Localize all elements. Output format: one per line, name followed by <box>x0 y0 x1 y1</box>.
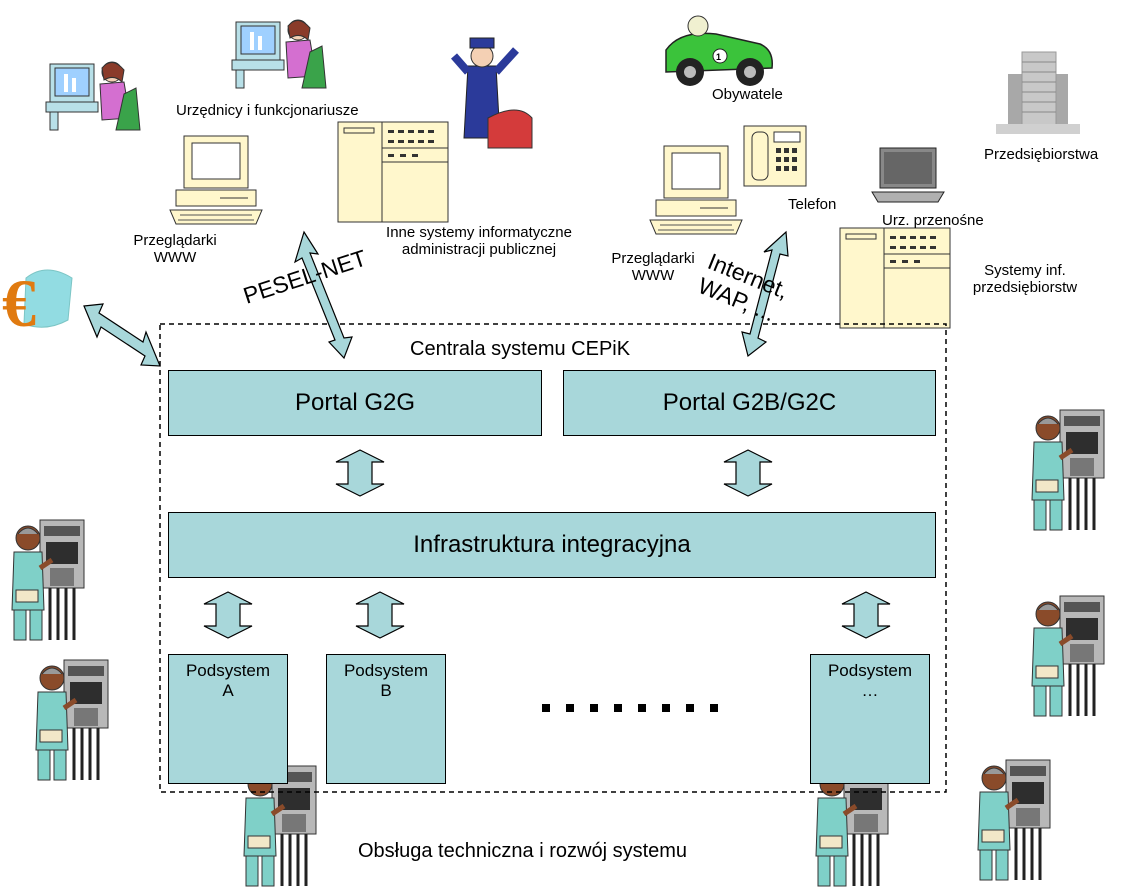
subsystem-id: A <box>222 681 234 701</box>
technician-icon <box>1032 410 1104 530</box>
double-arrow <box>203 591 253 639</box>
subsystem-label: Podsystem <box>827 661 913 680</box>
central-system-title: Centrala systemu CEPiK <box>410 338 631 360</box>
browsers-right-line1: Przeglądarki <box>611 250 695 267</box>
other-systems-line2: administracji publicznej <box>401 241 557 259</box>
desktop-computer-icon <box>169 135 263 225</box>
footer-label: Obsługa techniczna i rozwój systemu <box>358 840 688 862</box>
technician-icon <box>12 520 84 640</box>
portal-g2b-box: Portal G2B/G2C <box>563 370 936 436</box>
car-citizen-icon: 1 <box>665 15 773 86</box>
browsers-right-label: Przeglądarki WWW <box>598 250 708 285</box>
browsers-left-line1: Przeglądarki <box>133 232 217 249</box>
police-officer-icon <box>450 37 533 149</box>
euro-icon: € <box>2 265 73 341</box>
citizens-label: Obywatele <box>712 86 783 103</box>
browsers-right-line2: WWW <box>631 267 675 285</box>
business-systems-line2: przedsiębiorstw <box>972 279 1078 297</box>
mobile-label: Urz. przenośne <box>882 212 984 229</box>
ellipsis-dots <box>542 704 718 712</box>
double-arrow <box>723 449 773 497</box>
technician-icon <box>244 766 316 886</box>
desktop-computer-icon <box>649 145 743 235</box>
telephone-icon <box>743 125 807 187</box>
infrastructure-box: Infrastruktura integracyjna <box>168 512 936 578</box>
technician-icon <box>1032 596 1104 716</box>
server-icon <box>839 227 951 329</box>
clerk-icon <box>231 19 327 89</box>
svg-text:1: 1 <box>716 52 721 62</box>
central-system-boundary <box>159 323 947 793</box>
subsystem-label: Podsystem <box>185 661 271 680</box>
double-arrow <box>83 303 161 367</box>
laptop-icon <box>871 147 945 203</box>
subsystem-id: … <box>861 681 879 701</box>
double-arrow <box>841 591 891 639</box>
subsystem-label: Podsystem <box>343 661 429 680</box>
other-systems-label: Inne systemy informatyczne administracji… <box>356 224 602 259</box>
server-icon <box>337 121 449 223</box>
subsystem-n: Podsystem… <box>810 654 930 784</box>
subsystem-id: B <box>380 681 392 701</box>
business-systems-label: Systemy inf. przedsiębiorstw <box>950 262 1100 297</box>
browsers-left-label: Przeglądarki WWW <box>120 232 230 267</box>
technician-icon <box>816 766 888 886</box>
technician-icon <box>978 760 1050 880</box>
phone-label: Telefon <box>788 196 837 213</box>
svg-text:€: € <box>2 265 36 341</box>
double-arrow <box>293 230 353 360</box>
double-arrow <box>741 230 789 358</box>
businesses-label: Przedsiębiorstwa <box>984 146 1099 163</box>
business-systems-line1: Systemy inf. <box>984 262 1066 279</box>
double-arrow <box>355 591 405 639</box>
double-arrow <box>335 449 385 497</box>
portal-g2g-box: Portal G2G <box>168 370 542 436</box>
other-systems-line1: Inne systemy informatyczne <box>386 224 572 241</box>
browsers-left-line2: WWW <box>153 249 197 267</box>
office-building-icon <box>996 51 1080 134</box>
officials-label: Urzędnicy i funkcjonariusze <box>176 102 359 119</box>
clerk-icon <box>45 61 141 131</box>
technician-icon <box>36 660 108 780</box>
